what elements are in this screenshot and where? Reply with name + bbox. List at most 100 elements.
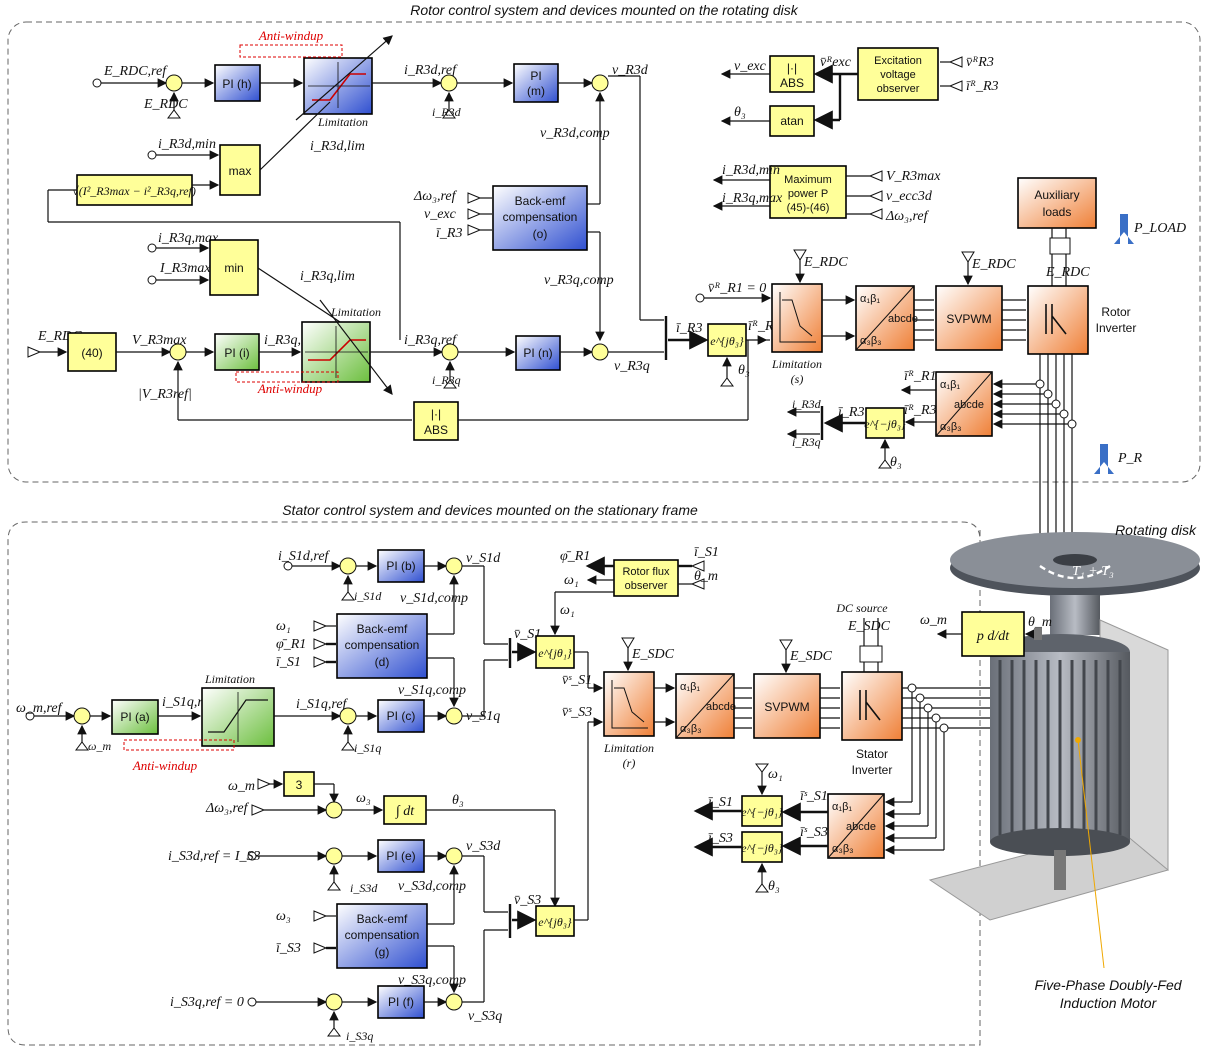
input-terminal <box>92 78 102 88</box>
svg-text:v_S3d: v_S3d <box>466 839 501 854</box>
svg-text:ī_S3: ī_S3 <box>708 831 733 846</box>
svg-text:Limitation: Limitation <box>317 115 368 129</box>
svg-text:E_SDC: E_SDC <box>789 649 833 664</box>
svg-text:v_exc: v_exc <box>734 59 767 74</box>
svg-text:Excitation: Excitation <box>874 55 922 67</box>
pi-m-block <box>513 63 559 103</box>
svg-text:e^{−jθ₃}: e^{−jθ₃} <box>864 417 906 431</box>
svg-text:(40): (40) <box>81 346 102 360</box>
rotor-section-title: Rotor control system and devices mounted… <box>410 2 799 18</box>
svg-text:atan: atan <box>780 114 803 128</box>
p-load-arrow <box>1114 214 1134 244</box>
svg-text:ABS: ABS <box>780 76 804 90</box>
svg-text:v_S1q,comp: v_S1q,comp <box>398 683 466 698</box>
svg-text:ī_S3: ī_S3 <box>276 941 301 956</box>
svg-text:observer: observer <box>625 580 668 592</box>
auxiliary-loads-block <box>1017 177 1097 229</box>
svg-text:ω_m: ω_m <box>920 613 947 628</box>
stator-section-title: Stator control system and devices mounte… <box>282 502 698 518</box>
svg-text:∫ dt: ∫ dt <box>395 804 415 819</box>
svg-text:θ₃: θ₃ <box>738 363 750 378</box>
pi-c-block <box>377 699 425 733</box>
svg-text:α₁β₁: α₁β₁ <box>860 293 880 305</box>
svg-text:P_R: P_R <box>1117 451 1143 466</box>
pi-h-block <box>214 64 261 102</box>
anti-windup-label: Anti-windup <box>258 28 324 43</box>
svg-text:α₁β₁: α₁β₁ <box>680 681 700 693</box>
svg-text:(s): (s) <box>791 372 804 386</box>
svg-text:i_R3d: i_R3d <box>792 397 822 411</box>
erdc-fb-label: E_RDC <box>143 97 188 112</box>
svg-text:ī_S1: ī_S1 <box>694 545 719 560</box>
svg-text:E_RDC: E_RDC <box>803 255 848 270</box>
svg-text:ω_m,ref: ω_m,ref <box>16 701 64 716</box>
svg-text:compensation: compensation <box>345 928 420 942</box>
svg-text:|·|: |·| <box>787 61 797 75</box>
svg-text:ω₁: ω₁ <box>276 619 291 634</box>
svg-text:i_S1d,ref: i_S1d,ref <box>278 549 331 564</box>
svg-text:DC source: DC source <box>835 601 888 615</box>
svg-text:ω₁: ω₁ <box>564 573 579 588</box>
svg-text:Inverter: Inverter <box>852 763 893 777</box>
svg-text:e^{−jθ₃}: e^{−jθ₃} <box>741 841 783 855</box>
back-emf-o-block <box>492 185 588 251</box>
pi-e-block <box>377 839 425 873</box>
svg-text:α₃β₃: α₃β₃ <box>832 843 854 855</box>
svg-text:Induction Motor: Induction Motor <box>1060 995 1158 1011</box>
svg-text:i_R3q: i_R3q <box>432 373 461 387</box>
svg-text:īᴿ_R3: īᴿ_R3 <box>904 403 937 418</box>
svg-text:α₃β₃: α₃β₃ <box>680 723 702 735</box>
p-r-arrow <box>1094 444 1114 474</box>
svg-text:i_S1q: i_S1q <box>354 741 381 755</box>
svg-text:i_R3d: i_R3d <box>432 105 462 119</box>
svg-text:ω₁: ω₁ <box>768 767 783 782</box>
svg-text:α₃β₃: α₃β₃ <box>860 335 882 347</box>
rotating-disk-label: Rotating disk <box>1115 522 1197 538</box>
svg-text:θ_m: θ_m <box>694 569 718 584</box>
svg-text:PI (a): PI (a) <box>120 710 149 724</box>
svg-text:Maximum: Maximum <box>784 174 832 186</box>
svg-text:v̄ᴿexc: v̄ᴿexc <box>820 55 852 70</box>
svg-text:īˢ_S3: īˢ_S3 <box>800 825 828 840</box>
svg-text:voltage: voltage <box>880 69 915 81</box>
svg-text:v̄_S1: v̄_S1 <box>514 627 541 642</box>
rotor-flux-observer-block <box>613 559 679 597</box>
svg-text:θ₃: θ₃ <box>768 879 780 894</box>
svg-text:e^{−jθ₁}: e^{−jθ₁} <box>741 805 783 819</box>
svg-text:φ̄_R1: φ̄_R1 <box>276 637 306 652</box>
abs-block-rotor <box>413 401 459 441</box>
svg-text:P_LOAD: P_LOAD <box>1133 221 1186 236</box>
svg-text:Rotor flux: Rotor flux <box>622 566 670 578</box>
svg-text:v_R3d,comp: v_R3d,comp <box>540 126 610 141</box>
svg-text:V_R3max: V_R3max <box>886 169 941 184</box>
svg-text:Limitation: Limitation <box>771 357 822 371</box>
svg-text:power P: power P <box>788 188 828 200</box>
svg-text:ω₃: ω₃ <box>356 791 371 806</box>
svg-text:Anti-windup: Anti-windup <box>257 381 323 396</box>
svg-text:√(I²_R3max − i²_R3q,ref): √(I²_R3max − i²_R3q,ref) <box>72 184 196 198</box>
svg-text:p d/dt: p d/dt <box>976 629 1010 644</box>
svg-text:|V_R3ref|: |V_R3ref| <box>138 387 192 402</box>
svg-text:PI (n): PI (n) <box>523 346 552 360</box>
pi-f-block <box>377 985 425 1019</box>
svg-text:compensation: compensation <box>503 210 578 224</box>
svg-text:observer: observer <box>877 83 920 95</box>
rotation-e-j-theta3-stator <box>535 905 575 937</box>
rotor-section-frame <box>7 21 1201 483</box>
maximum-power-block <box>769 165 847 219</box>
svg-text:I_R3max: I_R3max <box>159 261 211 276</box>
svg-text:Rotor: Rotor <box>1101 305 1130 319</box>
svg-text:θ_m: θ_m <box>1028 615 1052 630</box>
svg-text:i_R3d,min: i_R3d,min <box>722 163 780 178</box>
svg-text:e^{jθ₃}: e^{jθ₃} <box>538 915 572 929</box>
pi-n-block <box>515 335 561 371</box>
svg-text:v̄ˢ_S1: v̄ˢ_S1 <box>562 673 592 688</box>
svg-text:(d): (d) <box>375 655 390 669</box>
svg-text:PI: PI <box>530 69 541 83</box>
svg-text:Inverter: Inverter <box>1096 321 1137 335</box>
integrator-block <box>383 795 427 825</box>
svg-text:V_R3max: V_R3max <box>132 333 187 348</box>
svg-text:Anti-windup: Anti-windup <box>132 758 198 773</box>
